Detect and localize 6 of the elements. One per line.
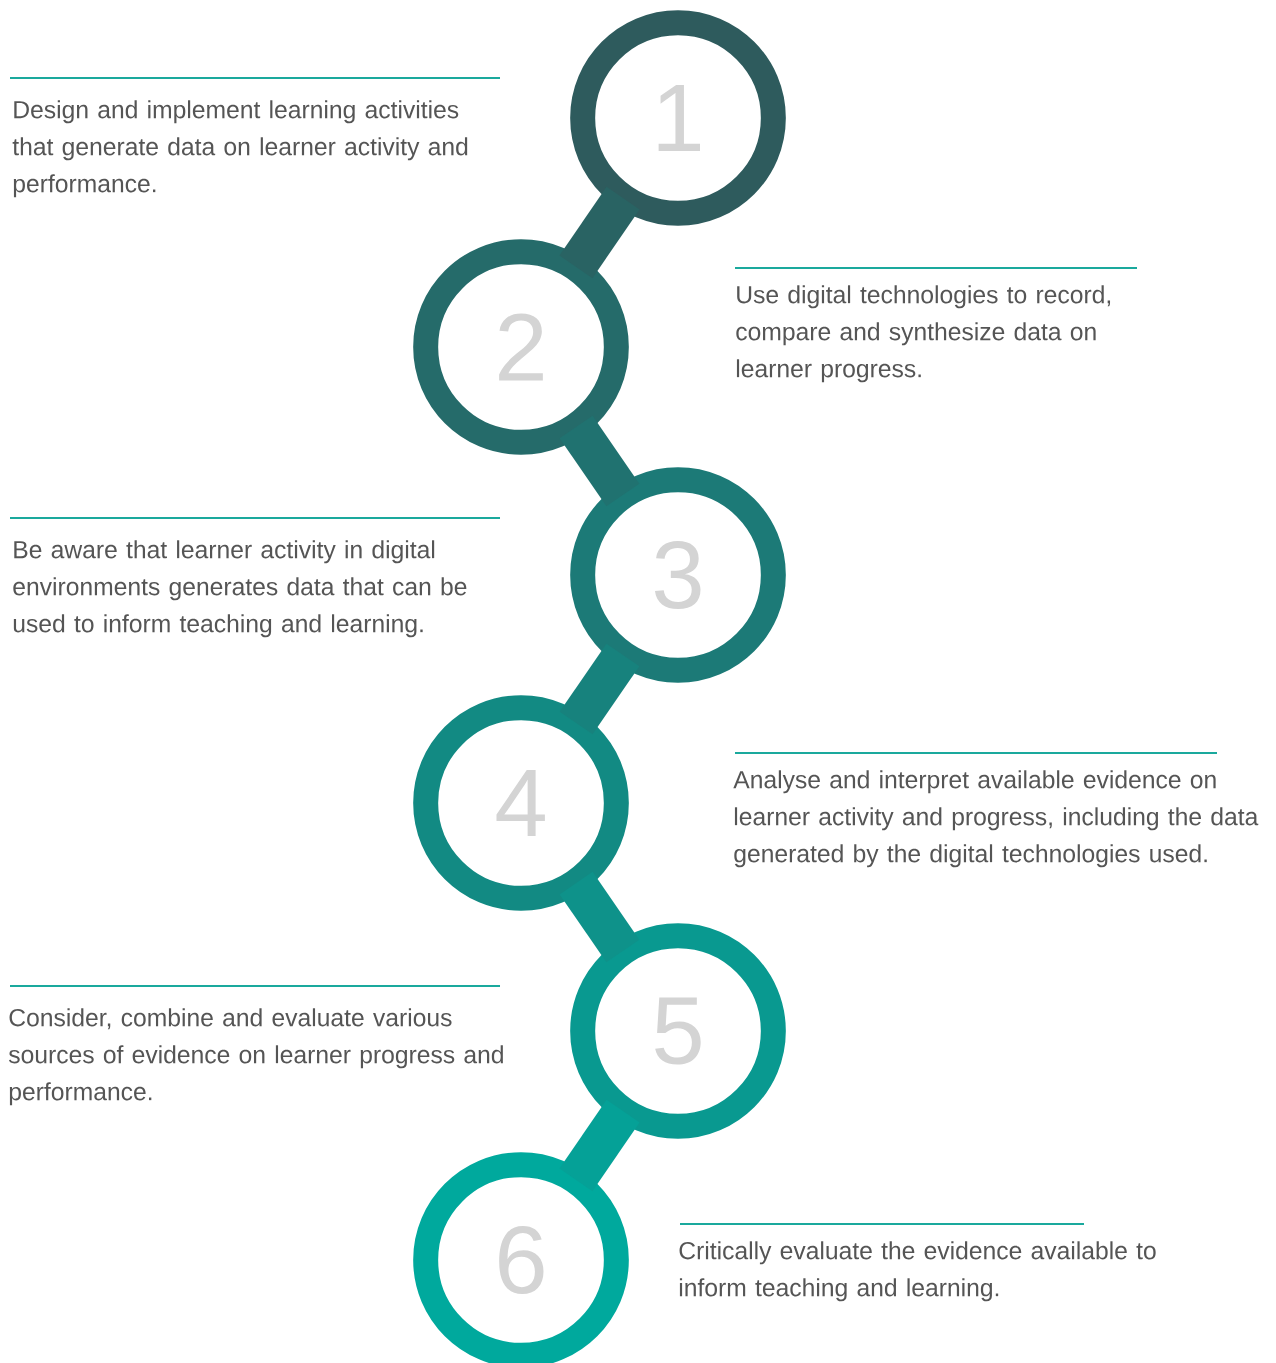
description-text: Design and implement learning activities that generate data on learner activity and performance.: [12, 100, 468, 198]
description-text: Be aware that learner activity in digital environments generates data that can be used to inform teaching and learning.: [13, 540, 467, 638]
description-text: Analyse and interpret available evidence on learner activity and progress, including the data generated by the digital technologies used.: [733, 770, 1259, 868]
description-text: Consider, combine and evaluate various sources of evidence on learner progress and performance.: [8, 1008, 503, 1106]
description-text: Critically evaluate the evidence available to inform teaching and learning.: [679, 1241, 1156, 1302]
description-text: Use digital technologies to record, compare and synthesize data on learner progress.: [736, 285, 1111, 383]
